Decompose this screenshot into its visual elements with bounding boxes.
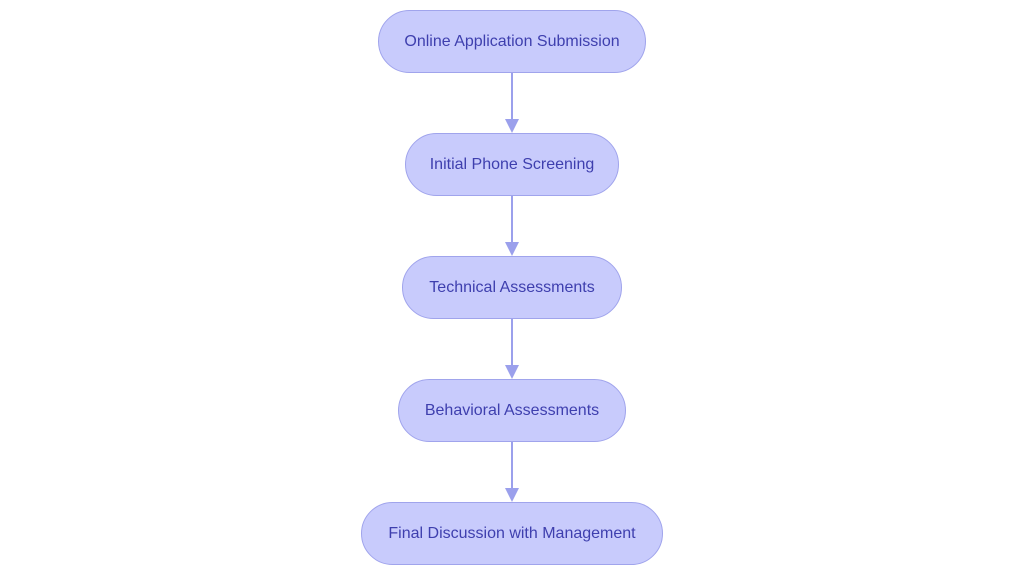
node-technical-assessments: Technical Assessments: [402, 256, 622, 319]
node-final-discussion-with-management: Final Discussion with Management: [361, 502, 663, 565]
node-initial-phone-screening: Initial Phone Screening: [405, 133, 619, 196]
node-behavioral-assessments: Behavioral Assessments: [398, 379, 626, 442]
node-online-application-submission: Online Application Submission: [378, 10, 646, 73]
arrowhead-icon: [505, 242, 519, 256]
arrowhead-icon: [505, 119, 519, 133]
arrowhead-icon: [505, 365, 519, 379]
arrowhead-icon: [505, 488, 519, 502]
